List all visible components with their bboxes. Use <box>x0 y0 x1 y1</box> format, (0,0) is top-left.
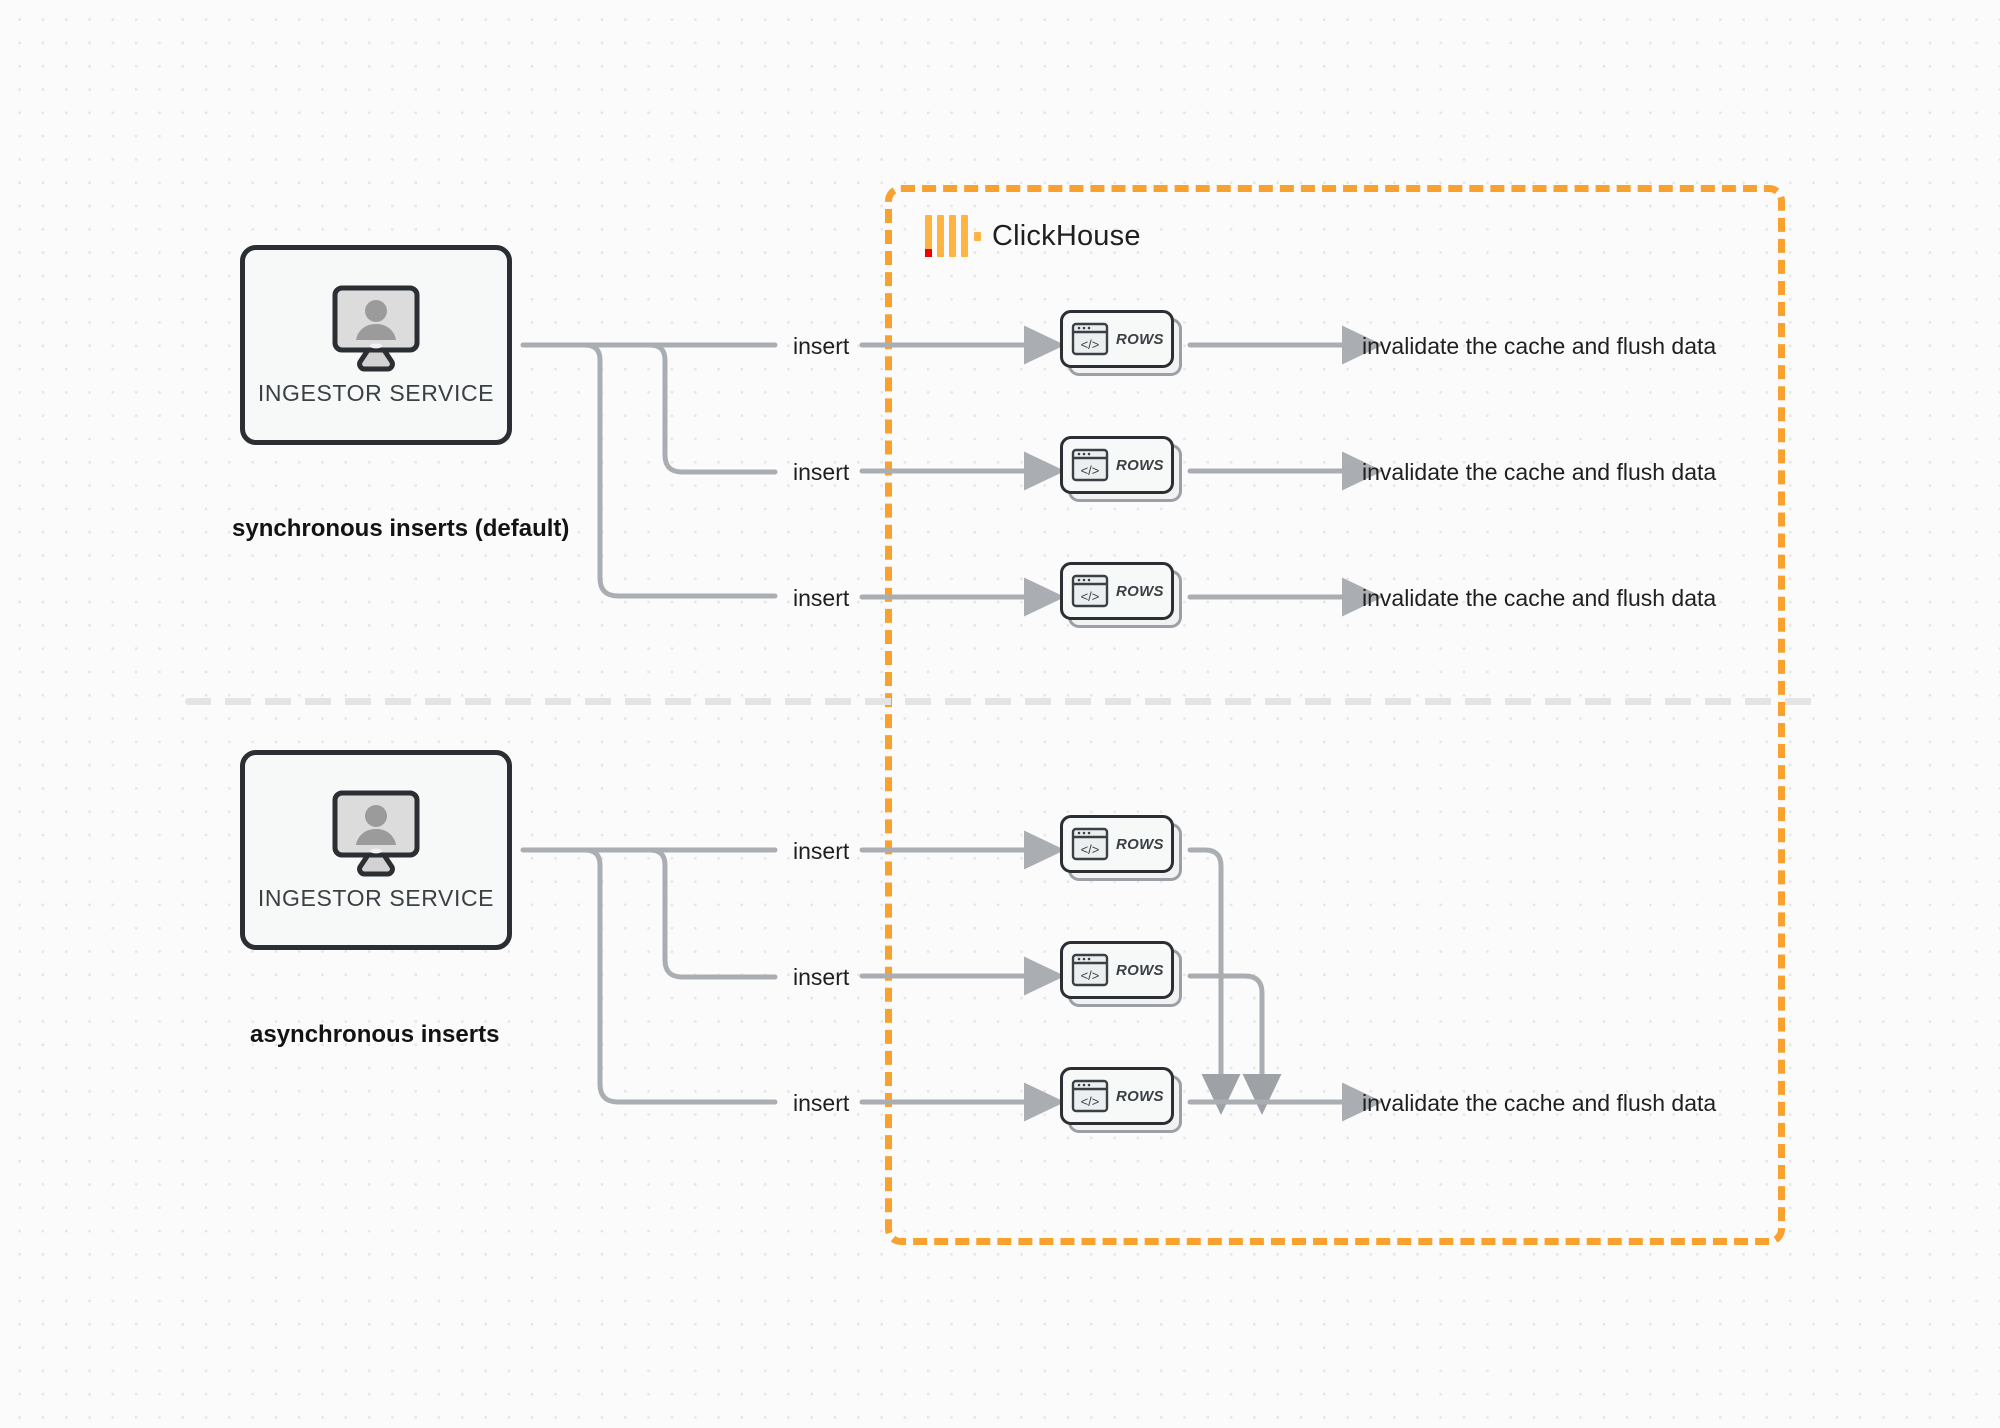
async-rows-card-1[interactable]: </> ROWS <box>1060 815 1182 881</box>
sync-result-label-3: invalidate the cache and flush data <box>1362 585 1717 611</box>
svg-text:</>: </> <box>1081 968 1100 983</box>
sync-rows-card-label-2: ROWS <box>1116 456 1164 474</box>
section-divider <box>185 698 1825 705</box>
clickhouse-logo <box>925 215 981 257</box>
sync-insert-label-1: insert <box>793 333 850 359</box>
async-rows-card-2[interactable]: </> ROWS <box>1060 941 1182 1007</box>
async-rows-card-label-3: ROWS <box>1116 1087 1164 1105</box>
svg-text:</>: </> <box>1081 589 1100 604</box>
sync-rows-card-label-3: ROWS <box>1116 582 1164 600</box>
code-window-icon: </> <box>1071 953 1109 987</box>
async-rows-card-3[interactable]: </> ROWS <box>1060 1067 1182 1133</box>
svg-text:</>: </> <box>1081 1094 1100 1109</box>
sync-result-label-1: invalidate the cache and flush data <box>1362 333 1717 359</box>
sync-result-label-2: invalidate the cache and flush data <box>1362 459 1717 485</box>
monitor-user-icon <box>332 285 420 371</box>
sync-branch-row2 <box>557 342 778 475</box>
async-branch-row3 <box>557 847 778 1105</box>
sync-caption: synchronous inserts (default) <box>232 515 570 542</box>
async-insert-label-3: insert <box>793 1090 850 1116</box>
async-merged-result-label: invalidate the cache and flush data <box>1362 1090 1717 1116</box>
async-ingestor-service[interactable]: INGESTOR SERVICE <box>240 750 512 950</box>
async-merge-from-row2 <box>1187 973 1282 1115</box>
svg-text:</>: </> <box>1081 463 1100 478</box>
sync-rows-card-label-1: ROWS <box>1116 330 1164 348</box>
code-window-icon: </> <box>1071 574 1109 608</box>
svg-text:</>: </> <box>1081 337 1100 352</box>
async-rows-card-label-2: ROWS <box>1116 961 1164 979</box>
sync-rows-card-1[interactable]: </> ROWS <box>1060 310 1182 376</box>
async-insert-label-1: insert <box>793 838 850 864</box>
clickhouse-brand: ClickHouse <box>925 215 1141 257</box>
clickhouse-wordmark: ClickHouse <box>992 219 1141 252</box>
async-service-label: INGESTOR SERVICE <box>257 884 495 911</box>
monitor-user-icon <box>332 790 420 876</box>
clickhouse-boundary <box>885 185 1785 1245</box>
async-caption: asynchronous inserts <box>250 1021 500 1048</box>
async-insert-label-2: insert <box>793 964 850 990</box>
sync-insert-label-2: insert <box>793 459 850 485</box>
code-window-icon: </> <box>1071 827 1109 861</box>
code-window-icon: </> <box>1071 322 1109 356</box>
async-rows-card-label-1: ROWS <box>1116 835 1164 853</box>
async-branch-row2 <box>557 847 778 980</box>
sync-insert-label-3: insert <box>793 585 850 611</box>
sync-rows-card-3[interactable]: </> ROWS <box>1060 562 1182 628</box>
async-merge-from-row1 <box>1187 847 1241 1115</box>
sync-rows-card-2[interactable]: </> ROWS <box>1060 436 1182 502</box>
svg-text:</>: </> <box>1081 842 1100 857</box>
sync-ingestor-service[interactable]: INGESTOR SERVICE <box>240 245 512 445</box>
sync-branch-row3 <box>557 342 778 599</box>
sync-service-label: INGESTOR SERVICE <box>257 379 495 406</box>
code-window-icon: </> <box>1071 1079 1109 1113</box>
code-window-icon: </> <box>1071 448 1109 482</box>
